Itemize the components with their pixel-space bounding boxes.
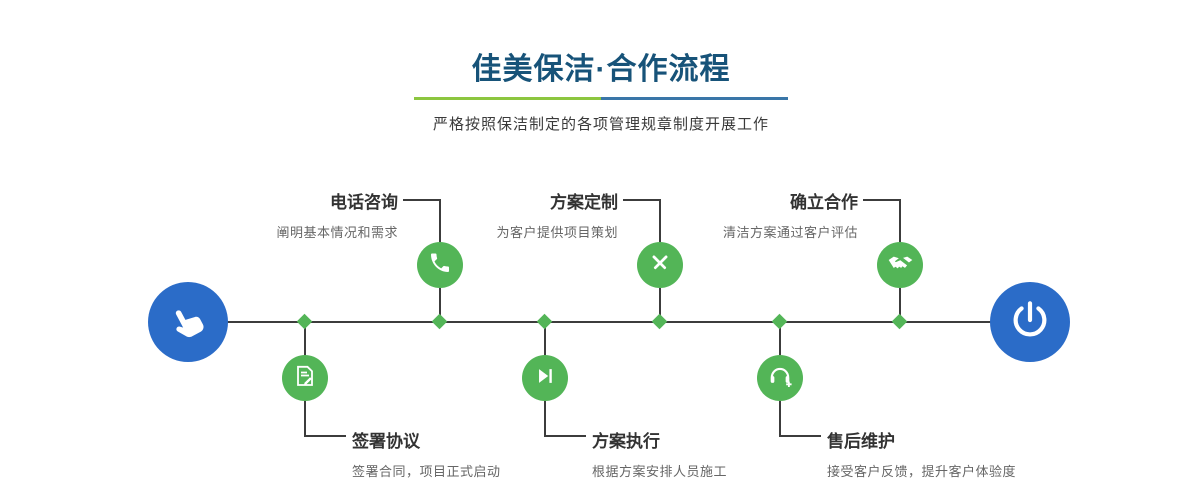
page-title: 佳美保洁·合作流程 [471, 53, 731, 86]
page-subtitle: 严格按照保洁制定的各项管理规章制度开展工作 [432, 116, 769, 133]
title-divider [414, 97, 788, 100]
play-icon [534, 365, 556, 392]
phone-icon [428, 251, 452, 280]
timeline-node-marker [891, 313, 908, 330]
headset-icon [767, 363, 793, 394]
handshake-icon [887, 249, 914, 281]
connector [304, 323, 306, 355]
timeline-node-marker [431, 313, 448, 330]
step-title: 签署协议 [352, 432, 420, 451]
timeline-line [188, 321, 1030, 323]
connector [779, 401, 821, 437]
step-desc: 接受客户反馈，提升客户体验度 [827, 464, 1017, 479]
timeline-start-node [148, 282, 228, 362]
step-desc: 为客户提供项目策划 [496, 225, 618, 240]
timeline-node-marker [771, 313, 788, 330]
step-title: 售后维护 [827, 432, 895, 451]
step-desc: 阐明基本情况和需求 [276, 225, 398, 240]
step-plan-execution: 方案执行 根据方案安排人员施工 [592, 427, 842, 480]
step-title: 确立合作 [790, 193, 858, 212]
connector [544, 401, 586, 437]
connector [899, 288, 901, 321]
step-desc: 根据方案安排人员施工 [592, 464, 728, 479]
step-title: 方案定制 [550, 193, 618, 212]
step-plan-node [637, 242, 683, 288]
timeline-end-node [990, 282, 1070, 362]
step-phone-consult: 电话咨询 阐明基本情况和需求 [188, 188, 398, 241]
step-coop-node [877, 242, 923, 288]
step-establish-coop: 确立合作 清洁方案通过客户评估 [648, 188, 858, 241]
step-title: 方案执行 [592, 432, 660, 451]
connector [623, 199, 661, 242]
step-desc: 清洁方案通过客户评估 [722, 225, 858, 240]
step-plan-custom: 方案定制 为客户提供项目策划 [408, 188, 618, 241]
connector [439, 288, 441, 321]
contract-icon [293, 364, 317, 393]
timeline-node-marker [536, 313, 553, 330]
step-desc: 签署合同，项目正式启动 [352, 464, 501, 479]
connector [779, 323, 781, 355]
pen-tools-icon [648, 251, 672, 280]
connector [304, 401, 346, 437]
step-phone-node [417, 242, 463, 288]
timeline-node-marker [651, 313, 668, 330]
step-aftersales-node [757, 355, 803, 401]
step-sign-agreement: 签署协议 签署合同，项目正式启动 [352, 427, 602, 480]
hand-pointer-icon [158, 291, 217, 352]
step-after-sales: 售后维护 接受客户反馈，提升客户体验度 [827, 427, 1077, 480]
step-title: 电话咨询 [330, 193, 398, 212]
connector [659, 288, 661, 321]
step-sign-node [282, 355, 328, 401]
connector [544, 323, 546, 355]
connector [403, 199, 441, 242]
power-icon [1009, 299, 1051, 346]
timeline-node-marker [296, 313, 313, 330]
step-execute-node [522, 355, 568, 401]
connector [863, 199, 901, 242]
